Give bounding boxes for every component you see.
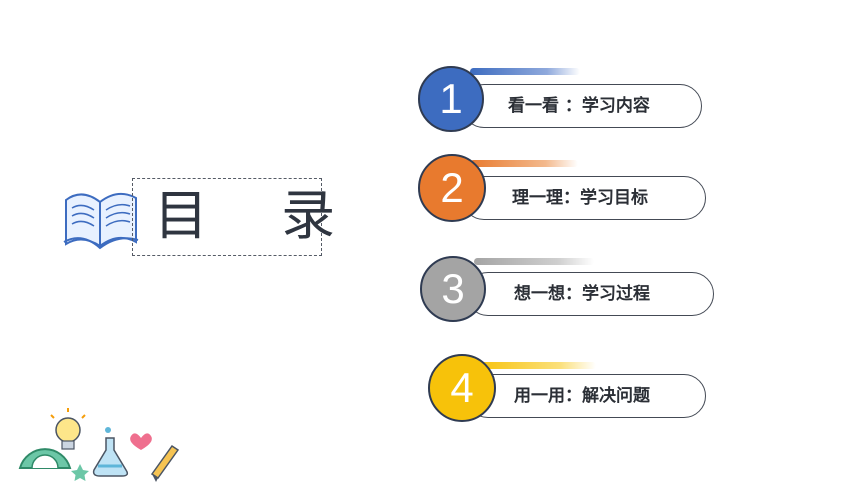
number-badge-text: 3 <box>441 265 465 312</box>
number-badge: 2 <box>418 154 486 222</box>
toc-item-label: 用一用：解决问题 <box>514 386 650 406</box>
stationery-decoration <box>18 408 180 482</box>
title-frame <box>132 178 322 256</box>
decor-stripe <box>470 160 578 167</box>
decor-stripe <box>474 258 594 265</box>
toc-item-pill <box>462 84 702 128</box>
open-book-icon <box>63 192 139 250</box>
number-badge: 4 <box>428 354 496 422</box>
flask-icon <box>92 427 129 477</box>
lightbulb-icon <box>50 408 86 450</box>
toc-item-label: 看一看 ：学习内容 <box>508 96 650 116</box>
decor-stripe <box>470 68 580 75</box>
decor-stripe <box>476 362 596 369</box>
number-badge-text: 4 <box>450 364 474 411</box>
toc-item-label: 想一想：学习过程 <box>514 284 650 304</box>
toc-item-pill <box>466 374 706 418</box>
number-badge: 1 <box>418 66 484 132</box>
protractor-icon <box>18 448 72 469</box>
pencil-icon <box>150 444 180 482</box>
star-icon <box>71 464 89 481</box>
heart-icon <box>130 433 152 450</box>
toc-item-pill <box>462 176 706 220</box>
number-badge-text: 2 <box>440 164 464 211</box>
toc-item-label: 理一理：学习目标 <box>512 188 648 208</box>
number-badge-text: 1 <box>439 75 463 122</box>
number-badge: 3 <box>420 256 486 322</box>
toc-item-pill <box>466 272 714 316</box>
page-title: 目 录 <box>154 184 364 247</box>
